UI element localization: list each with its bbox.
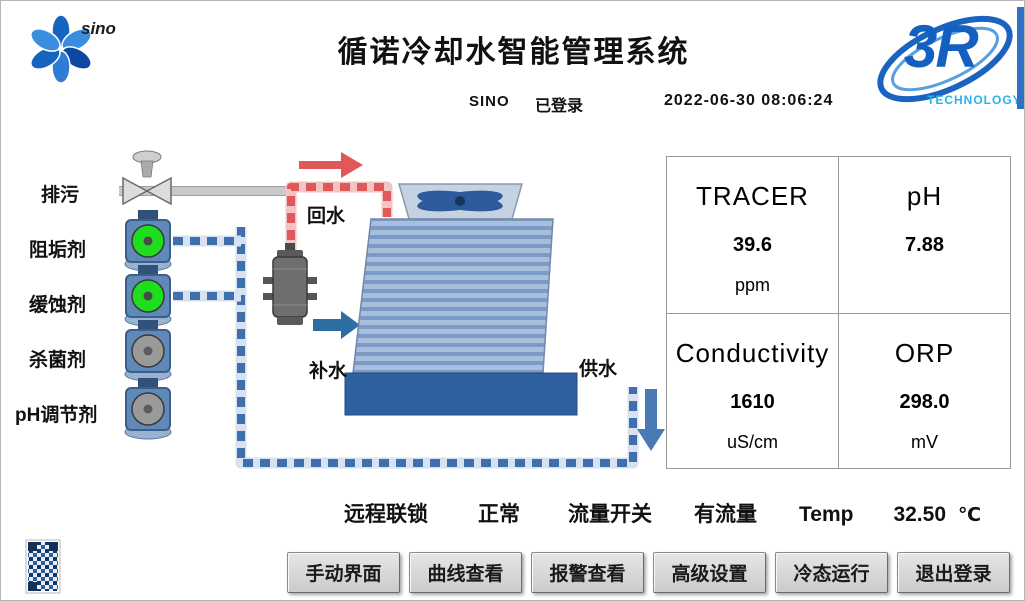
reading-unit: mV bbox=[911, 432, 938, 452]
login-status: 已登录 bbox=[535, 98, 584, 115]
reading-unit: uS/cm bbox=[726, 432, 778, 452]
temp-value: 32.50 bbox=[893, 503, 947, 526]
return-water-pipe bbox=[285, 181, 393, 257]
label-ph-adjuster: pH调节剂 bbox=[15, 405, 98, 426]
readings-panel: TRACER 39.6 ppm pH 7.88 Conductivity 161… bbox=[666, 156, 1011, 469]
curve-view-button[interactable]: 曲线查看 bbox=[409, 552, 522, 593]
sino-logo-text: sino bbox=[81, 19, 116, 38]
cooling-water-pipes bbox=[173, 227, 639, 469]
alarm-view-button[interactable]: 报警查看 bbox=[531, 552, 644, 593]
manual-screen-button[interactable]: 手动界面 bbox=[287, 552, 400, 593]
flow-switch-value: 有流量 bbox=[694, 503, 757, 526]
reading-value: 1610 bbox=[730, 391, 775, 413]
label-biocide: 杀菌剂 bbox=[29, 350, 87, 371]
interlock-value: 正常 bbox=[478, 503, 520, 526]
datetime: 2022-06-30 08:06:24 bbox=[664, 92, 834, 109]
reading-orp: ORP 298.0 mV bbox=[839, 314, 1010, 469]
3r-logo-subtext: TECHNOLOGY bbox=[927, 93, 1022, 107]
label-scale-inhibitor: 阻垢剂 bbox=[29, 240, 87, 261]
qr-code-icon bbox=[25, 539, 61, 594]
label-return-water: 回水 bbox=[307, 206, 346, 227]
label-corrosion-inhibitor: 缓蚀剂 bbox=[29, 295, 87, 316]
temp-unit: ℃ bbox=[958, 505, 982, 526]
pump-ph-adjuster[interactable] bbox=[124, 378, 172, 440]
3r-logo-swoosh bbox=[877, 15, 1013, 103]
label-makeup-water: 补水 bbox=[309, 361, 348, 382]
sino-logo-icon bbox=[30, 14, 92, 84]
reading-name: Conductivity bbox=[675, 338, 830, 368]
reading-value: 39.6 bbox=[733, 234, 772, 256]
reading-name: ORP bbox=[894, 338, 955, 368]
reading-name: TRACER bbox=[696, 181, 809, 211]
reading-unit: ppm bbox=[734, 275, 770, 295]
cooling-tower bbox=[344, 183, 578, 416]
reading-value: 298.0 bbox=[899, 391, 950, 413]
advanced-settings-button[interactable]: 高级设置 bbox=[653, 552, 766, 593]
reading-conductivity: Conductivity 1610 uS/cm bbox=[667, 314, 839, 469]
reading-tracer: TRACER 39.6 ppm bbox=[667, 157, 839, 314]
reading-ph: pH 7.88 bbox=[839, 157, 1010, 314]
supply-flow-arrow bbox=[637, 389, 665, 451]
3r-logo-text: 3R bbox=[904, 13, 979, 80]
interlock-label: 远程联锁 bbox=[344, 503, 428, 526]
user-name: SINO bbox=[469, 93, 510, 110]
makeup-flow-arrow bbox=[313, 311, 360, 339]
status-bar: 远程联锁 正常 流量开关 有流量 Temp 32.50 ℃ bbox=[344, 498, 981, 528]
pump-scale-inhibitor[interactable] bbox=[124, 210, 172, 272]
pump-corrosion-inhibitor[interactable] bbox=[124, 265, 172, 327]
page-title: 循诺冷却水智能管理系统 bbox=[337, 36, 690, 69]
reading-name: pH bbox=[906, 181, 943, 211]
label-supply-water: 供水 bbox=[579, 359, 618, 380]
cold-run-button[interactable]: 冷态运行 bbox=[775, 552, 888, 593]
filter-vessel[interactable] bbox=[263, 243, 317, 325]
temp-label: Temp bbox=[799, 503, 854, 526]
pump-biocide[interactable] bbox=[124, 320, 172, 382]
flow-switch-label: 流量开关 bbox=[568, 503, 652, 526]
return-flow-arrow bbox=[299, 152, 363, 178]
reading-value: 7.88 bbox=[905, 234, 944, 256]
label-blowdown: 排污 bbox=[41, 185, 80, 206]
logout-button[interactable]: 退出登录 bbox=[897, 552, 1010, 593]
edge-strip bbox=[1017, 7, 1024, 109]
button-bar: 手动界面 曲线查看 报警查看 高级设置 冷态运行 退出登录 bbox=[287, 552, 1010, 593]
blowdown-valve[interactable] bbox=[122, 150, 172, 206]
